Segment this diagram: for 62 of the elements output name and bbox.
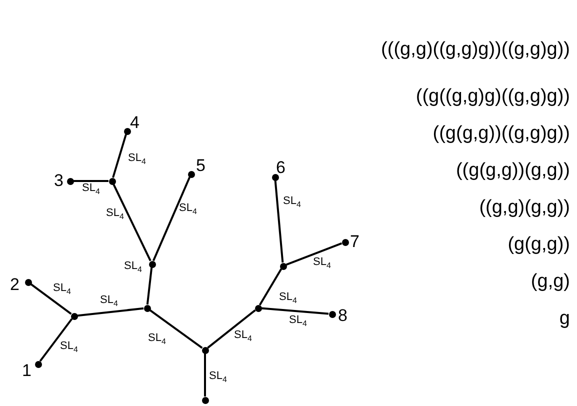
vertex-dot bbox=[328, 310, 336, 318]
edge-label: SL$_{4}$ bbox=[82, 182, 100, 198]
vertex-dot bbox=[70, 312, 78, 320]
tree-expression: g bbox=[559, 308, 570, 330]
branch-line bbox=[39, 318, 73, 362]
vertex-dot bbox=[202, 396, 208, 404]
tree-expression: (((g,g)((g,g)g))((g,g)g)) bbox=[381, 39, 570, 61]
branch-line bbox=[112, 134, 127, 178]
leaf-number: 8 bbox=[338, 307, 348, 324]
edge-label: SL$_{4}$ bbox=[313, 256, 331, 272]
vertex-dot bbox=[188, 170, 194, 178]
edge-label: SL$_{4}$ bbox=[179, 202, 197, 218]
tree-expression: (g(g,g)) bbox=[508, 234, 570, 256]
vertex-dot bbox=[24, 278, 32, 286]
vertex-dot bbox=[124, 128, 130, 134]
edge-label: SL$_{4}$ bbox=[289, 314, 307, 330]
vertex-dot bbox=[144, 304, 150, 312]
leaf-number: 4 bbox=[130, 114, 140, 131]
edge-label: SL$_{4}$ bbox=[148, 332, 166, 348]
branch-line bbox=[149, 309, 203, 349]
edge-label: SL$_{4}$ bbox=[128, 152, 146, 168]
branch-line bbox=[30, 283, 72, 315]
vertex-dot bbox=[66, 178, 74, 184]
vertex-dot bbox=[342, 238, 348, 246]
leaf-number: 2 bbox=[10, 276, 20, 293]
leaf-number: 6 bbox=[276, 159, 286, 176]
branch-line bbox=[152, 176, 191, 262]
tree-expression: (g,g) bbox=[530, 271, 570, 293]
leaf-number: 3 bbox=[54, 172, 64, 189]
vertex-dot bbox=[202, 346, 208, 354]
vertex-dot bbox=[280, 262, 286, 270]
branch-line bbox=[74, 180, 108, 182]
tree-expression: ((g(g,g))((g,g)g)) bbox=[432, 123, 570, 145]
edge-label: SL$_{4}$ bbox=[100, 294, 118, 310]
leaf-number: 7 bbox=[350, 233, 360, 250]
edge-label: SL$_{4}$ bbox=[234, 328, 252, 346]
vertex-dot bbox=[108, 178, 116, 184]
leaf-number: 1 bbox=[22, 362, 32, 379]
edge-label: SL$_{4}$ bbox=[209, 370, 227, 386]
tree-expression: ((g,g)(g,g)) bbox=[479, 197, 570, 219]
vertex-dot bbox=[254, 304, 262, 312]
edge-label: SL$_{4}$ bbox=[283, 194, 301, 212]
branch-line bbox=[261, 307, 329, 315]
branch-line bbox=[207, 309, 256, 349]
edge-label: SL$_{4}$ bbox=[279, 290, 297, 308]
branch-line bbox=[258, 268, 282, 306]
branch-line bbox=[77, 307, 144, 317]
edge-label: SL$_{4}$ bbox=[53, 282, 71, 298]
vertex-dot bbox=[34, 360, 42, 368]
edge-label: SL$_{4}$ bbox=[124, 260, 142, 276]
vertex-dot bbox=[148, 260, 156, 268]
tree-expression: ((g((g,g)g)((g,g)g)) bbox=[416, 86, 570, 108]
leaf-number: 5 bbox=[196, 157, 206, 174]
vertex-dot bbox=[272, 174, 278, 180]
edge-label: SL$_{4}$ bbox=[106, 206, 124, 224]
edge-label: SL$_{4}$ bbox=[60, 340, 78, 356]
branch-line bbox=[112, 184, 152, 262]
branch-line bbox=[146, 267, 153, 305]
branch-line bbox=[204, 354, 206, 396]
tree-expression: ((g(g,g))(g,g)) bbox=[456, 160, 570, 182]
branch-line bbox=[274, 180, 284, 263]
branch-line bbox=[286, 242, 342, 266]
